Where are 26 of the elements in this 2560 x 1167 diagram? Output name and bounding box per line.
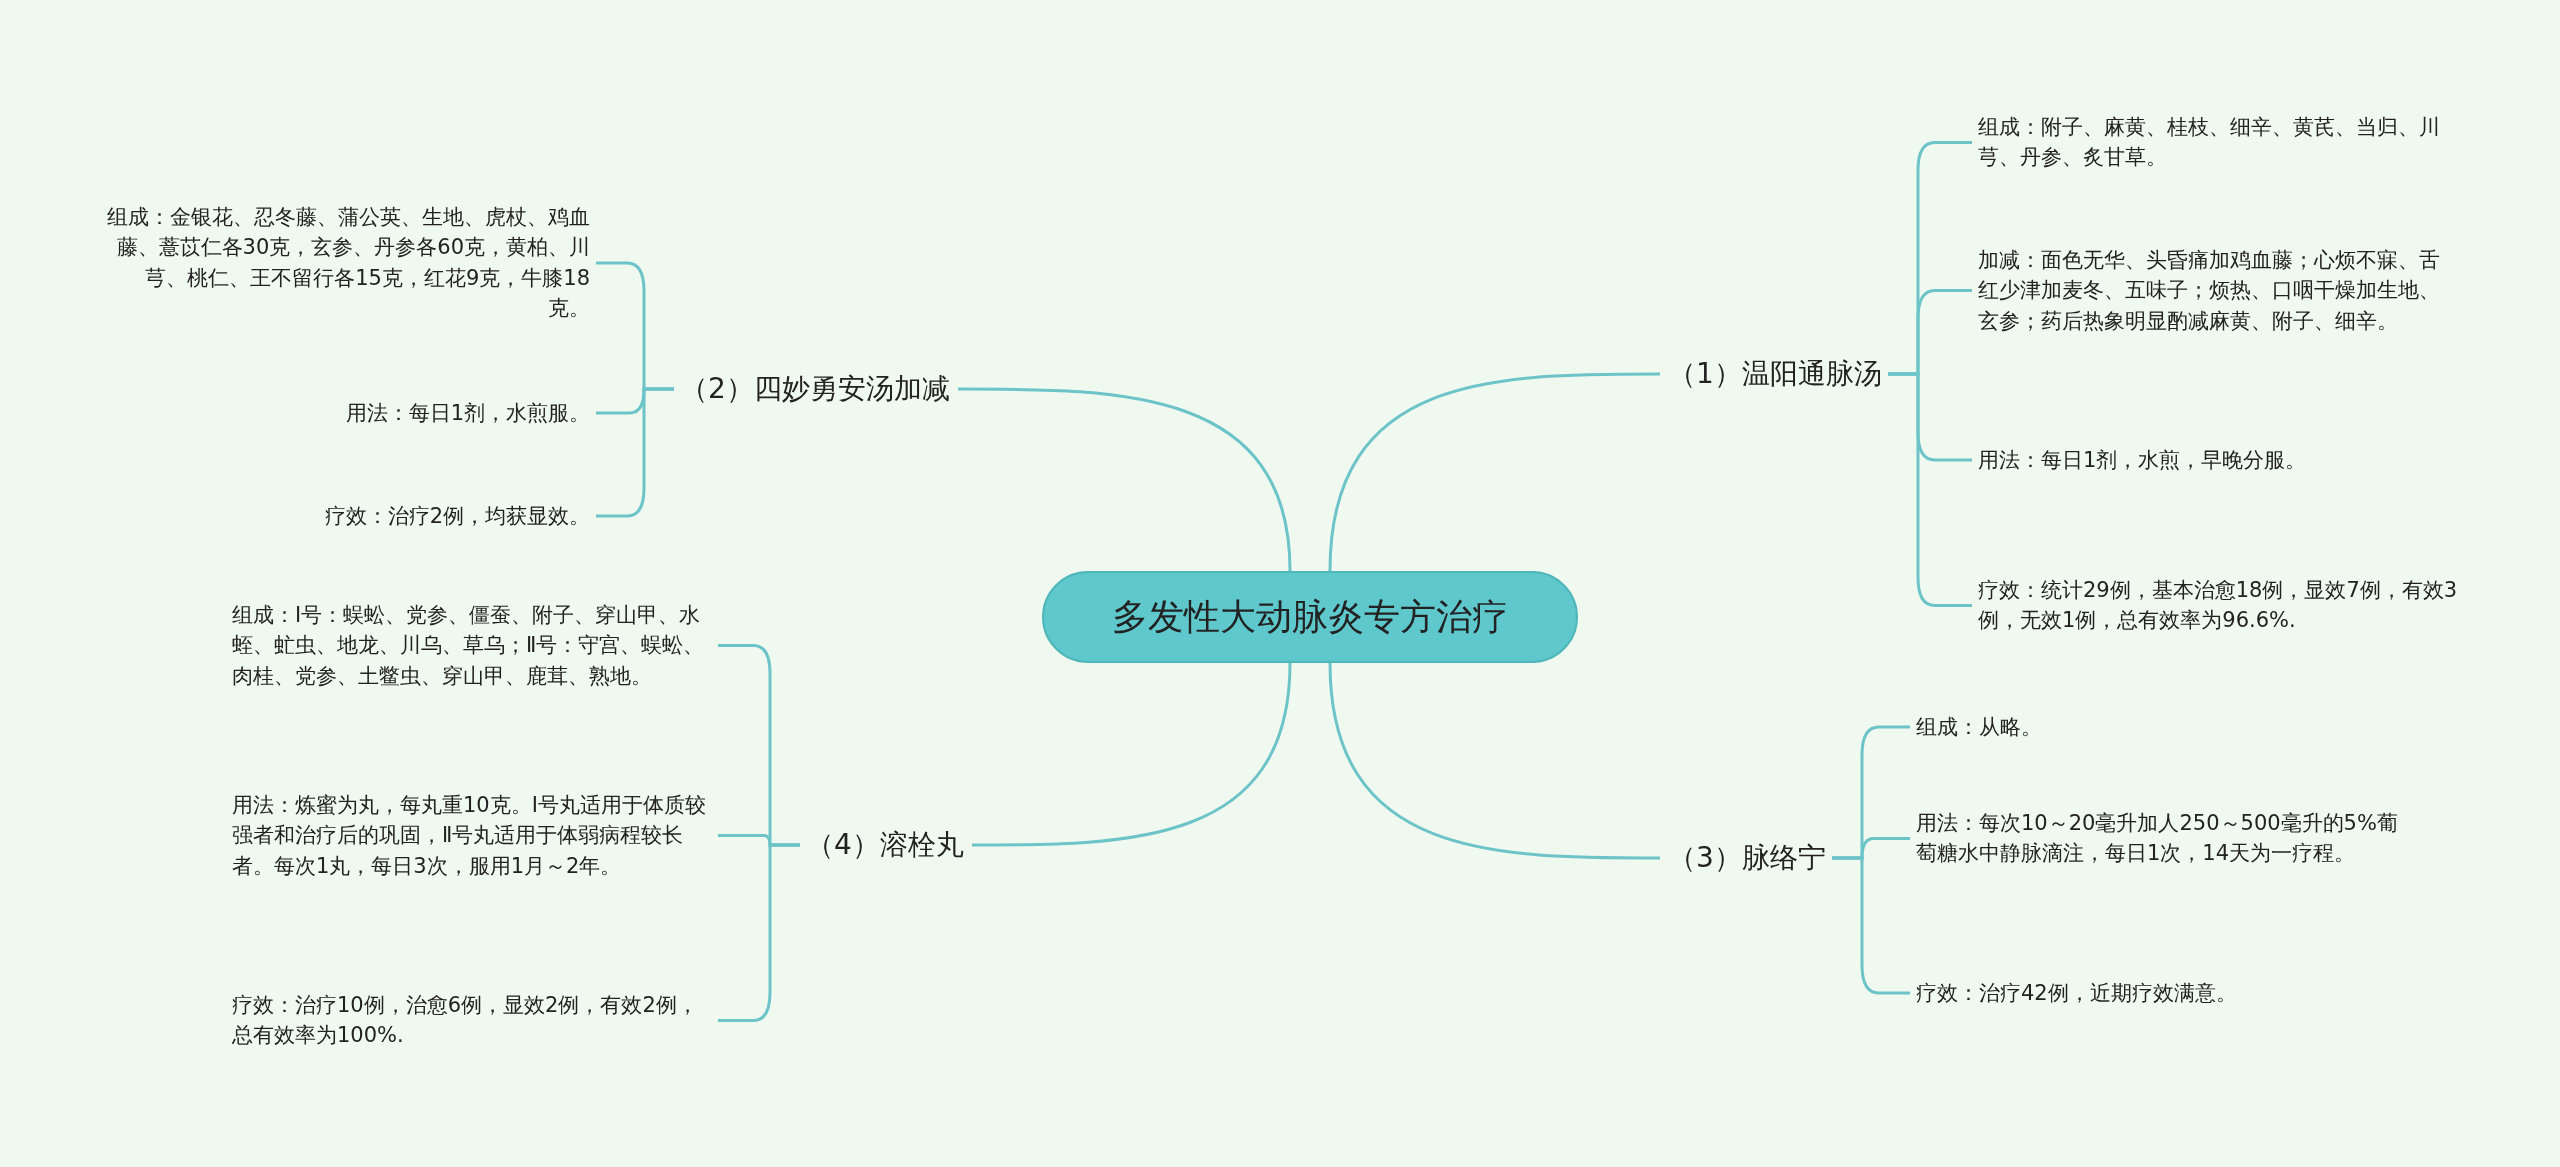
note-text: 疗效：治疗2例，均获显效。 <box>104 501 590 532</box>
connector-line <box>596 387 674 518</box>
note-text: 用法：每日1剂，水煎服。 <box>104 398 590 429</box>
note-text: 疗效：统计29例，基本治愈18例，显效7例，有效3例，无效1例，总有效率为96.6%. <box>1978 575 2458 636</box>
connector-line <box>1328 372 1660 572</box>
note-text: 组成：Ⅰ号：蜈蚣、党参、僵蚕、附子、穿山甲、水蛭、虻虫、地龙、川乌、草乌；Ⅱ号：守宫、蜈蚣、肉桂、党参、土鳖虫、穿山甲、鹿茸、熟地。 <box>232 600 712 692</box>
connector-line <box>972 662 1292 847</box>
note-text: 疗效：治疗10例，治愈6例，显效2例，有效2例，总有效率为100%. <box>232 990 712 1051</box>
note-text: 组成：金银花、忍冬藤、蒲公英、生地、虎杖、鸡血藤、薏苡仁各30克，玄参、丹参各60克，黄柏、川芎、桃仁、王不留行各15克，红花9克，牛膝18克。 <box>104 202 590 324</box>
branch-topic: （2）四妙勇安汤加减 <box>680 371 950 408</box>
connector-line <box>958 387 1292 572</box>
note-text: 疗效：治疗42例，近期疗效满意。 <box>1916 978 2406 1009</box>
note-text: 加减：面色无华、头昏痛加鸡血藤；心烦不寐、舌红少津加麦冬、五味子；烦热、口咽干燥加生地、玄参；药后热象明显酌减麻黄、附子、细辛。 <box>1978 245 2458 337</box>
connector-line <box>1832 856 1910 995</box>
connector-line <box>718 843 800 1022</box>
note-text: 组成：从略。 <box>1916 712 2406 743</box>
note-text: 用法：每次10～20毫升加人250～500毫升的5%葡萄糖水中静脉滴注，每日1次，14天为一疗程。 <box>1916 808 2406 869</box>
note-text: 用法：炼蜜为丸，每丸重10克。Ⅰ号丸适用于体质较强者和治疗后的巩固，Ⅱ号丸适用于体弱病程较长者。每次1丸，每日3次，服用1月～2年。 <box>232 790 712 882</box>
note-text: 用法：每日1剂，水煎，早晚分服。 <box>1978 445 2458 476</box>
connector-line <box>1328 662 1660 860</box>
central-topic: 多发性大动脉炎专方治疗 <box>1042 571 1578 663</box>
connector-line <box>1888 372 1972 607</box>
note-text: 组成：附子、麻黄、桂枝、细辛、黄芪、当归、川芎、丹参、炙甘草。 <box>1978 112 2458 173</box>
branch-topic: （1）温阳通脉汤 <box>1668 356 1882 393</box>
branch-topic: （4）溶栓丸 <box>806 827 964 864</box>
branch-topic: （3）脉络宁 <box>1668 840 1826 877</box>
